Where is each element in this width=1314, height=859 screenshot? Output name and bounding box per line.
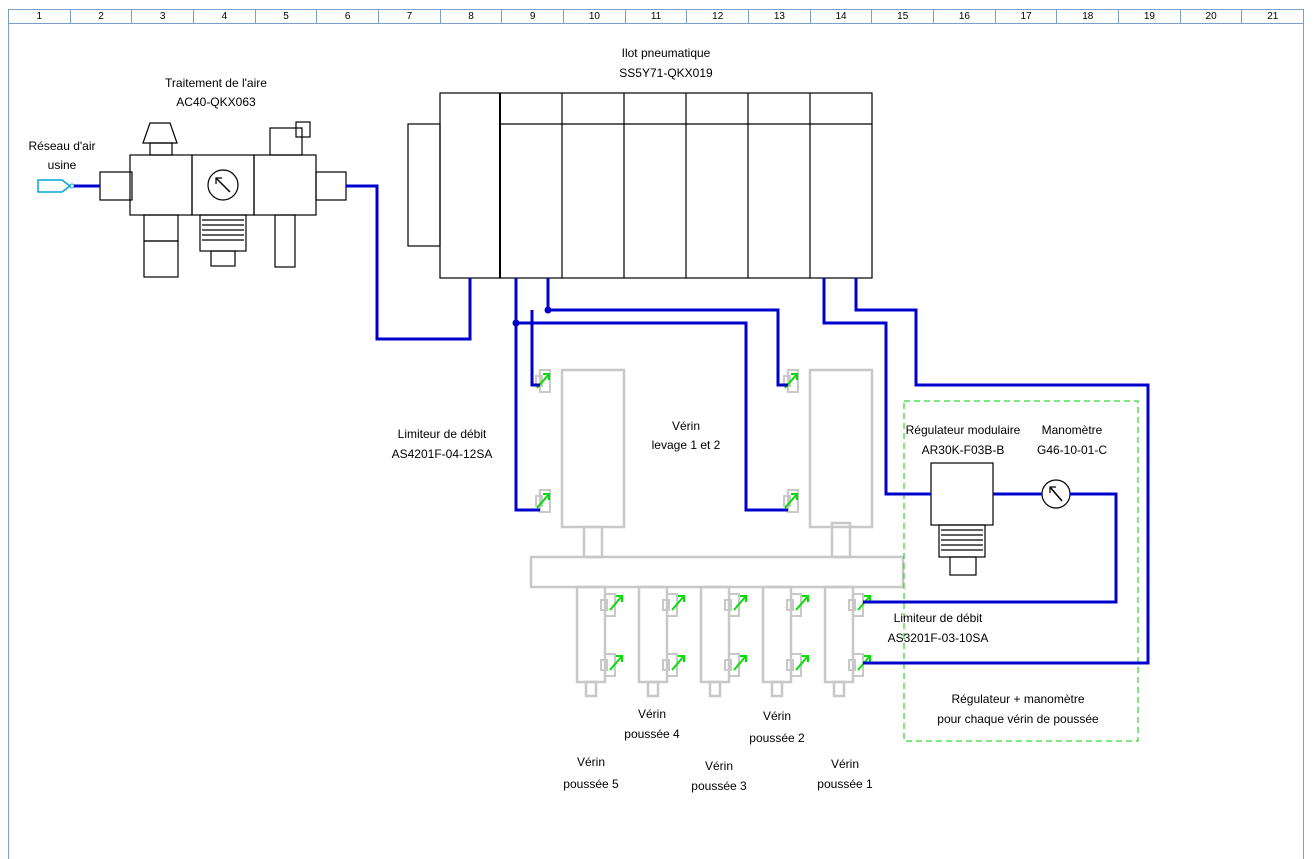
ruler-cell: 19	[1119, 10, 1181, 23]
junction-node	[544, 306, 552, 314]
valve-island	[407, 92, 873, 279]
ruler-cell: 20	[1181, 10, 1243, 23]
ruler-cell: 6	[317, 10, 380, 23]
push-3-label: Vérin	[705, 759, 733, 773]
flow-limiter-1-label: Limiteur de débit	[398, 427, 487, 441]
regulator-group-box	[903, 400, 1139, 742]
junction-node	[512, 319, 520, 327]
push-3-label-2: poussée 3	[691, 779, 747, 793]
ruler-cell: 16	[934, 10, 996, 23]
push-1-label-2: poussée 1	[817, 777, 873, 791]
flow-limiter-push-valves	[600, 593, 871, 677]
ruler-cell: 9	[502, 10, 565, 23]
push-4-label-2: poussée 4	[624, 727, 680, 741]
ruler-cell: 5	[256, 10, 318, 23]
ruler-cell: 8	[441, 10, 503, 23]
drawing-frame	[8, 24, 1304, 859]
gauge-ref: G46-10-01-C	[1037, 443, 1107, 457]
valve-island-ref: SS5Y71-QKX019	[619, 66, 713, 80]
ruler-cell: 12	[687, 10, 750, 23]
push-2-label-2: poussée 2	[749, 731, 805, 745]
group-note-label: Régulateur + manomètre	[951, 692, 1084, 706]
ruler-cell: 13	[749, 10, 811, 23]
push-4-label: Vérin	[638, 707, 666, 721]
lift-cylinder-assembly	[529, 368, 905, 698]
air-treatment-ref: AC40-QKX063	[176, 95, 256, 109]
modular-regulator	[930, 462, 994, 576]
regulator-label: Régulateur modulaire	[906, 423, 1021, 437]
ruler-cell: 15	[872, 10, 935, 23]
lift-cylinder-label-2: levage 1 et 2	[652, 438, 721, 452]
push-5-label: Vérin	[577, 755, 605, 769]
ruler-cell: 1	[9, 10, 71, 23]
ruler-cell: 2	[71, 10, 133, 23]
regulator-ref: AR30K-F03B-B	[922, 443, 1005, 457]
push-5-label-2: poussée 5	[563, 777, 619, 791]
column-ruler: 1 2 3 4 5 6 7 8 9 10 11 12 13 14 15 16 1…	[8, 9, 1304, 24]
ruler-cell: 10	[564, 10, 626, 23]
air-treatment-unit	[99, 121, 347, 278]
ruler-cell: 21	[1267, 11, 1279, 22]
lift-cylinder-label: Vérin	[672, 419, 700, 433]
air-network-label-2: usine	[48, 158, 77, 172]
pressure-gauge	[1041, 479, 1071, 509]
ruler-cell: 14	[811, 10, 873, 23]
air-treatment-label: Traitement de l'aire	[165, 76, 267, 90]
valve-island-label: Ilot pneumatique	[622, 46, 711, 60]
flow-limiter-1-ref: AS4201F-04-12SA	[392, 447, 493, 461]
air-network-connector	[37, 179, 75, 193]
ruler-cell: 11	[626, 10, 688, 23]
ruler-cell: 7	[379, 10, 441, 23]
push-1-label: Vérin	[831, 757, 859, 771]
air-network-label: Réseau d'air	[29, 139, 96, 153]
flow-limiter-2-ref: AS3201F-03-10SA	[888, 631, 989, 645]
ruler-cell: 4	[194, 10, 256, 23]
gauge-label: Manomètre	[1042, 423, 1103, 437]
push-2-label: Vérin	[763, 709, 791, 723]
ruler-cell: 17	[996, 10, 1058, 23]
flow-limiter-2-label: Limiteur de débit	[894, 611, 983, 625]
air-lines	[74, 184, 1150, 665]
ruler-cell: 18	[1057, 10, 1120, 23]
ruler-cell: 3	[132, 10, 195, 23]
group-note-label-2: pour chaque vérin de poussée	[937, 712, 1099, 726]
